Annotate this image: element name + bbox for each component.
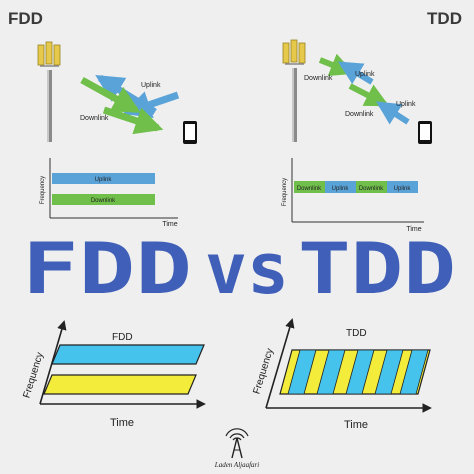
tdd-blue-stripe-2: [316, 349, 346, 395]
fdd-tower-icon: [37, 41, 61, 142]
tdd-uplink-arrow-1: [337, 61, 374, 85]
tdd-frequency-axis: [265, 318, 295, 409]
tdd-strip-label-3: Downlink: [359, 186, 384, 192]
tdd-strip-segment-2: [325, 181, 356, 193]
fdd-mini-downlink-label: Downlink: [91, 198, 116, 204]
tdd-uplink-label-2: Uplink: [396, 101, 416, 108]
tdd-blue-stripe-1: [287, 349, 317, 395]
corner-title-tdd: TDD: [427, 9, 462, 28]
tdd-uplink-arrow-2: [375, 101, 410, 125]
tdd-strip-label-1: Downlink: [297, 186, 322, 192]
headline-tdd: TDD: [298, 228, 456, 310]
fdd-mini-time-label: Time: [162, 221, 177, 228]
fdd-bottom-frequency-label: Frequency: [21, 351, 45, 399]
tdd-downlink-label-1: Downlink: [304, 75, 333, 82]
fdd-bottom-time-label: Time: [110, 417, 134, 429]
tdd-mini-time-label: Time: [406, 226, 421, 233]
tdd-downlink-arrow-2: [348, 83, 390, 107]
fdd-mini-downlink-band: [52, 194, 155, 205]
fdd-bottom-title: FDD: [112, 332, 133, 343]
tdd-bands-chart: TDD Frequency Time: [251, 318, 432, 431]
headline-fdd: FDD: [22, 228, 192, 310]
tower-icon: [231, 437, 238, 459]
fdd-bands-chart: FDD Frequency Time: [21, 320, 206, 429]
headline-vs: vs: [205, 228, 289, 310]
fdd-downlink-arrow-2: [102, 106, 164, 135]
tdd-bottom-title: TDD: [346, 328, 367, 339]
fdd-mini-uplink-band: [52, 173, 155, 184]
fdd-mini-frequency-label: Frequency: [40, 176, 46, 204]
tdd-phone-icon: [418, 121, 432, 144]
tdd-mini-chart: Downlink Uplink Downlink Uplink Frequenc…: [282, 158, 424, 233]
tdd-blue-stripe-3: [345, 349, 375, 395]
fdd-mini-chart: Uplink Downlink Frequency Time: [40, 158, 178, 228]
signature-text: Laden Aljaafari: [214, 461, 259, 469]
tdd-blue-stripe-5: [399, 349, 429, 395]
fdd-downlink-label: Downlink: [80, 115, 109, 122]
fdd-phone-icon: [183, 121, 197, 144]
tdd-strip-segment-3: [356, 181, 387, 193]
tdd-tower-icon: [282, 39, 306, 142]
corner-title-fdd: FDD: [8, 9, 43, 28]
tdd-strip-label-2: Uplink: [332, 186, 350, 192]
tdd-mini-frequency-label: Frequency: [282, 178, 288, 206]
tdd-strip-label-4: Uplink: [394, 186, 412, 192]
tdd-blue-stripe-4: [374, 349, 404, 395]
tdd-bottom-time-label: Time: [344, 419, 368, 431]
tdd-uplink-label-1: Uplink: [355, 71, 375, 78]
tdd-downlink-label-2: Downlink: [345, 111, 374, 118]
fdd-uplink-label: Uplink: [141, 82, 161, 89]
tdd-strip-segment-4: [387, 181, 418, 193]
signature-logo: Laden Aljaafari: [214, 428, 259, 469]
fdd-mini-uplink-label: Uplink: [95, 177, 113, 183]
fdd-blue-band: [51, 344, 205, 365]
tdd-strip-segment-1: [294, 181, 325, 193]
fdd-yellow-band: [43, 374, 197, 395]
fdd-downlink-arrow: [80, 76, 141, 114]
